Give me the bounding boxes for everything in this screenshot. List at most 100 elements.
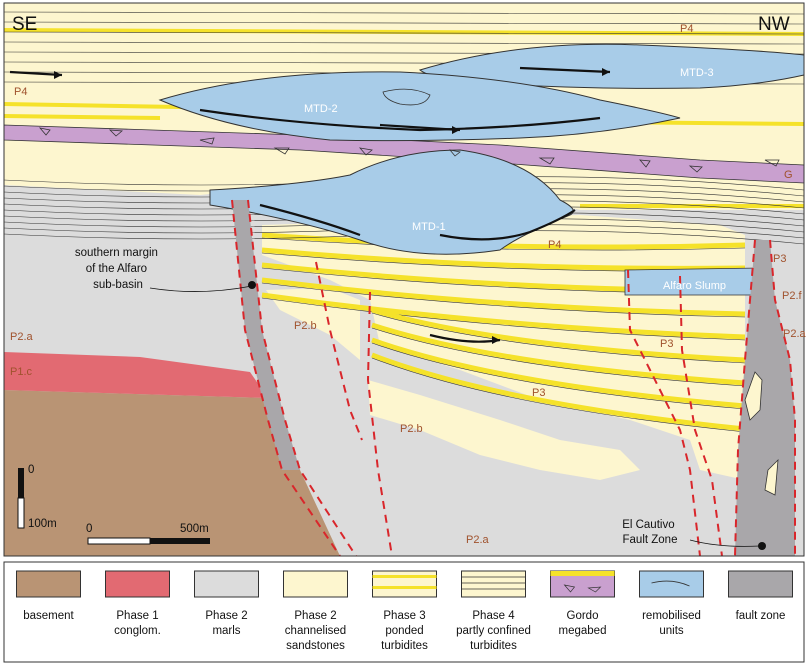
yellow-bed (371, 337, 746, 409)
legend-item: basement (16, 570, 81, 622)
legend-label: Gordo (567, 610, 599, 622)
legend-swatch-stripe (372, 586, 437, 589)
label-p2a-left: P2.a (10, 331, 34, 343)
label-p4-mid: P4 (548, 239, 561, 251)
label-p2b-lower: P2.b (400, 423, 423, 435)
legend-label: units (659, 625, 684, 637)
legend-label: ponded (385, 625, 423, 637)
annotation-southern-margin: southern margin of the Alfaro sub-basin (75, 247, 161, 291)
arrowheads (54, 68, 610, 344)
legend-swatch-clast (587, 586, 602, 593)
legend-item: remobilised units (639, 570, 704, 637)
basement (4, 390, 340, 556)
legend-label: turbidites (381, 640, 428, 652)
svg-text:0: 0 (28, 464, 34, 476)
legend-swatch (105, 570, 170, 598)
bedding-line (3, 31, 805, 35)
bedding-line (3, 21, 805, 25)
yellow-bed (261, 277, 746, 317)
legend-swatch-line (651, 580, 690, 587)
orientation-se: SE (12, 14, 37, 35)
legend-label: Phase 2 (294, 610, 336, 622)
label-p2f: P2.f (782, 290, 803, 302)
label-mtd2: MTD-2 (304, 103, 338, 115)
annotation-dot-margin (248, 281, 256, 289)
legend-swatch (639, 570, 704, 598)
orientation-nw: NW (758, 14, 790, 35)
legend-item: Phase 2 channelised sandstones (283, 570, 348, 652)
annotation-leader-fault (689, 539, 761, 547)
yellow-bed (261, 292, 746, 340)
label-g: G (784, 169, 793, 181)
bedding-line (3, 41, 805, 45)
legend-label: Phase 1 (116, 610, 158, 622)
label-p4-top: P4 (680, 23, 693, 35)
mtd1-body (209, 149, 574, 255)
annotation-fault-zone: El Cautivo Fault Zone (622, 519, 678, 546)
section-frame (3, 2, 805, 557)
label-alfaro-slump: Alfaro Slump (663, 280, 726, 292)
bedding-lines (3, 11, 805, 245)
fault-clast-1 (744, 371, 763, 421)
fault-zone-left (232, 200, 300, 470)
legend-swatch-clast (563, 584, 576, 593)
label-p3-center: P3 (660, 338, 673, 350)
phase2-channel-lower (368, 380, 640, 480)
legend-swatch (461, 570, 526, 598)
cross-section: SE NW P4 P4 MTD-3 MTD-2 G MTD-1 P4 P3 Al… (3, 2, 807, 557)
legend-label: megabed (559, 625, 607, 637)
yellow-bed-edge (261, 297, 746, 341)
label-p2a-bottom: P2.a (466, 534, 490, 546)
label-mtd1: MTD-1 (412, 221, 446, 233)
fault-zone-right (735, 240, 795, 556)
legend-item: Phase 2 marls (194, 570, 259, 637)
phase1-conglomerate (4, 352, 268, 398)
legend-label: channelised (285, 625, 346, 637)
svg-text:100m: 100m (28, 518, 57, 530)
legend-label: Phase 3 (383, 610, 425, 622)
yellow-bed (261, 247, 746, 271)
legend-swatch (728, 570, 793, 598)
legend-swatch (372, 570, 437, 598)
yellow-bed (371, 352, 746, 432)
legend-label: basement (23, 610, 74, 622)
svg-text:0: 0 (86, 523, 92, 535)
legend-swatch (194, 570, 259, 598)
label-p3-lower: P3 (532, 387, 545, 399)
label-p3-right: P3 (773, 253, 786, 265)
legend-label: turbidites (470, 640, 517, 652)
annotation-leader-margin (149, 285, 253, 292)
legend-swatch-stripe (372, 575, 437, 578)
legend-label: Phase 2 (205, 610, 247, 622)
legend-label: Phase 4 (472, 610, 515, 622)
legend-swatch (283, 570, 348, 598)
legend-label: conglom. (114, 625, 161, 637)
slide-arrows (9, 66, 611, 343)
legend-item: Gordo megabed (550, 570, 615, 637)
legend-item: Phase 3 ponded turbidites (372, 570, 437, 652)
legend-label: fault zone (736, 610, 786, 622)
yellow-bed (3, 114, 161, 120)
legend-label: marls (212, 625, 240, 637)
fault-clast-2 (764, 458, 779, 496)
label-p2a-right: P2.a (783, 328, 807, 340)
label-p4-left: P4 (14, 86, 27, 98)
legend-item: Phase 1 conglom. (105, 570, 170, 637)
yellow-bed (3, 28, 805, 36)
legend-label: sandstones (286, 640, 345, 652)
gordo-clasts (38, 127, 780, 173)
legend-swatch-stripe (550, 571, 615, 576)
yellow-bed-edge (371, 327, 746, 387)
label-p1c: P1.c (10, 366, 33, 378)
yellow-bed-edge (371, 342, 746, 410)
label-mtd3: MTD-3 (680, 67, 714, 79)
label-p2b-upper: P2.b (294, 320, 317, 332)
legend-item: fault zone (728, 570, 793, 622)
bedding-line (3, 11, 805, 15)
yellow-bed-edge (371, 357, 746, 433)
legend-label: remobilised (642, 610, 701, 622)
svg-text:500m: 500m (180, 523, 209, 535)
